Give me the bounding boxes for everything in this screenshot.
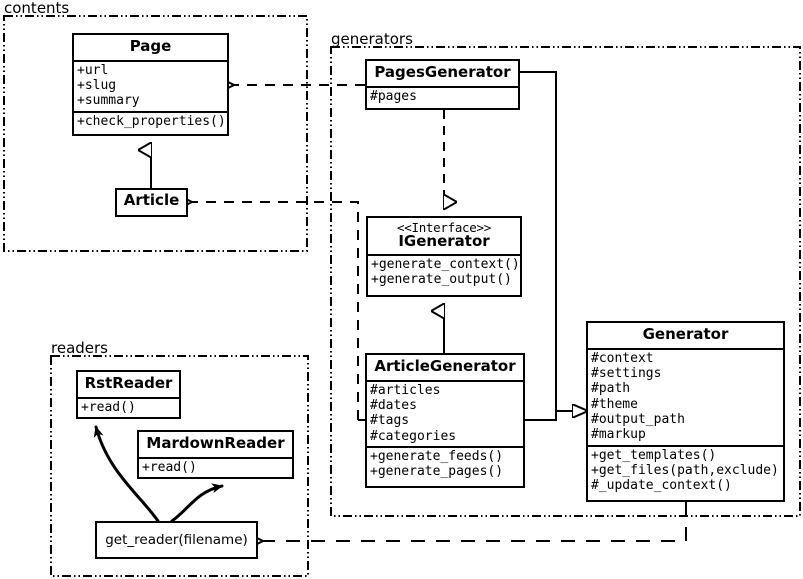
package-label-contents: contents [4, 0, 70, 17]
package-label-generators: generators [331, 30, 413, 48]
attribute: #dates [370, 398, 417, 414]
class-methods-igenerator: +generate_context() +generate_output() [368, 256, 520, 290]
class-box-mardownreader[interactable]: MardownReader +read() [137, 430, 294, 479]
class-separator [367, 85, 518, 88]
class-attributes-articlegenerator: #articles #dates #tags #categories [367, 382, 523, 446]
class-name-text: IGenerator [398, 232, 490, 251]
class-name-articlegenerator: ArticleGenerator [374, 357, 516, 375]
class-methods-generator: +get_templates() +get_files(path,exclude… [588, 447, 783, 496]
class-stereotype-igenerator: <<Interface>> [397, 220, 491, 235]
attribute: #categories [370, 428, 457, 444]
attribute: #pages [370, 88, 417, 104]
function-box-get-reader[interactable]: get_reader(filename) [95, 521, 258, 559]
attribute: #context [591, 350, 654, 366]
class-separator [588, 347, 783, 350]
class-box-rstreader[interactable]: RstReader +read() [76, 370, 181, 419]
class-name-igenerator: <<Interface>> IGenerator [368, 218, 520, 254]
relation-articlegenerator-uses-article [192, 202, 365, 421]
class-separator [588, 444, 783, 447]
class-box-articlegenerator[interactable]: ArticleGenerator #articles #dates #tags … [365, 353, 525, 488]
class-box-pagesgenerator[interactable]: PagesGenerator #pages [365, 59, 520, 110]
method: +get_templates() [591, 447, 717, 463]
relation-get-reader-returns-mardownreader [170, 483, 224, 523]
method: +generate_feeds() [370, 449, 504, 465]
method: +check_properties() [77, 113, 226, 129]
class-box-igenerator[interactable]: <<Interface>> IGenerator +generate_conte… [366, 216, 522, 297]
attribute: #tags [370, 413, 410, 429]
attribute: #settings [591, 366, 662, 382]
method: #_update_context() [591, 478, 732, 494]
class-separator [368, 253, 520, 256]
class-name-article: Article [123, 191, 180, 209]
class-attributes-pagesgenerator: #pages [367, 88, 518, 106]
class-separator [367, 379, 523, 382]
attribute: #theme [591, 396, 638, 412]
class-separator [74, 110, 227, 113]
class-methods-rstreader: +read() [78, 399, 179, 417]
class-name-mardownreader: MardownReader [146, 434, 285, 452]
class-methods-mardownreader: +read() [139, 459, 292, 477]
method: +generate_output() [371, 272, 512, 288]
method: +generate_pages() [370, 464, 504, 480]
attribute: +summary [77, 93, 140, 109]
attribute: +url [77, 62, 109, 78]
method: +read() [142, 459, 197, 475]
class-attributes-generator: #context #settings #path #theme #output_… [588, 350, 783, 445]
class-separator [139, 456, 292, 459]
class-box-generator[interactable]: Generator #context #settings #path #them… [586, 321, 785, 502]
class-separator [78, 396, 179, 399]
package-label-readers: readers [51, 339, 108, 357]
attribute: #output_path [591, 412, 685, 428]
class-box-page[interactable]: Page +url +slug +summary +check_properti… [72, 33, 229, 136]
attribute: #markup [591, 427, 646, 443]
class-name-generator: Generator [642, 325, 729, 343]
function-label-get-reader: get_reader(filename) [105, 532, 248, 548]
attribute: +slug [77, 78, 117, 94]
class-attributes-page: +url +slug +summary [74, 62, 227, 111]
relation-generators-inherit-generator [520, 71, 586, 421]
attribute: #articles [370, 382, 441, 398]
method: +generate_context() [371, 256, 520, 272]
class-name-page: Page [129, 37, 172, 55]
attribute: #path [591, 381, 631, 397]
class-methods-page: +check_properties() [74, 113, 227, 131]
class-name-rstreader: RstReader [84, 374, 173, 392]
relation-generator-uses-get-reader [263, 502, 687, 541]
class-separator [367, 446, 523, 449]
class-name-pagesgenerator: PagesGenerator [374, 63, 511, 81]
class-separator [74, 59, 227, 62]
method: +get_files(path,exclude) [591, 463, 779, 479]
class-box-article[interactable]: Article [115, 188, 188, 217]
class-methods-articlegenerator: +generate_feeds() +generate_pages() [367, 448, 523, 482]
method: +read() [81, 399, 136, 415]
